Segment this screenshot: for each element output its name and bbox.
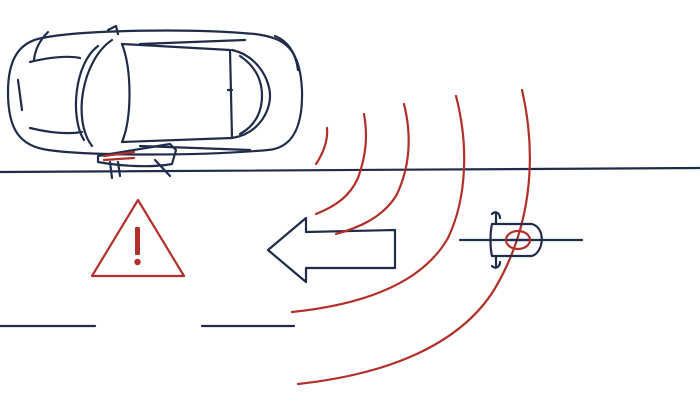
left-arrow-icon xyxy=(266,216,397,284)
warning-exclamation-dot xyxy=(134,258,141,266)
cyclist-helmet xyxy=(504,229,532,251)
car-top-view-icon xyxy=(6,24,304,156)
cyclist-top-view-icon xyxy=(458,211,584,269)
open-door-icon xyxy=(96,142,178,180)
road-edge-line xyxy=(0,166,700,174)
warning-exclamation-bar xyxy=(135,227,140,255)
sensor-waves-icon xyxy=(290,88,531,386)
warning-triangle-icon xyxy=(90,198,186,278)
